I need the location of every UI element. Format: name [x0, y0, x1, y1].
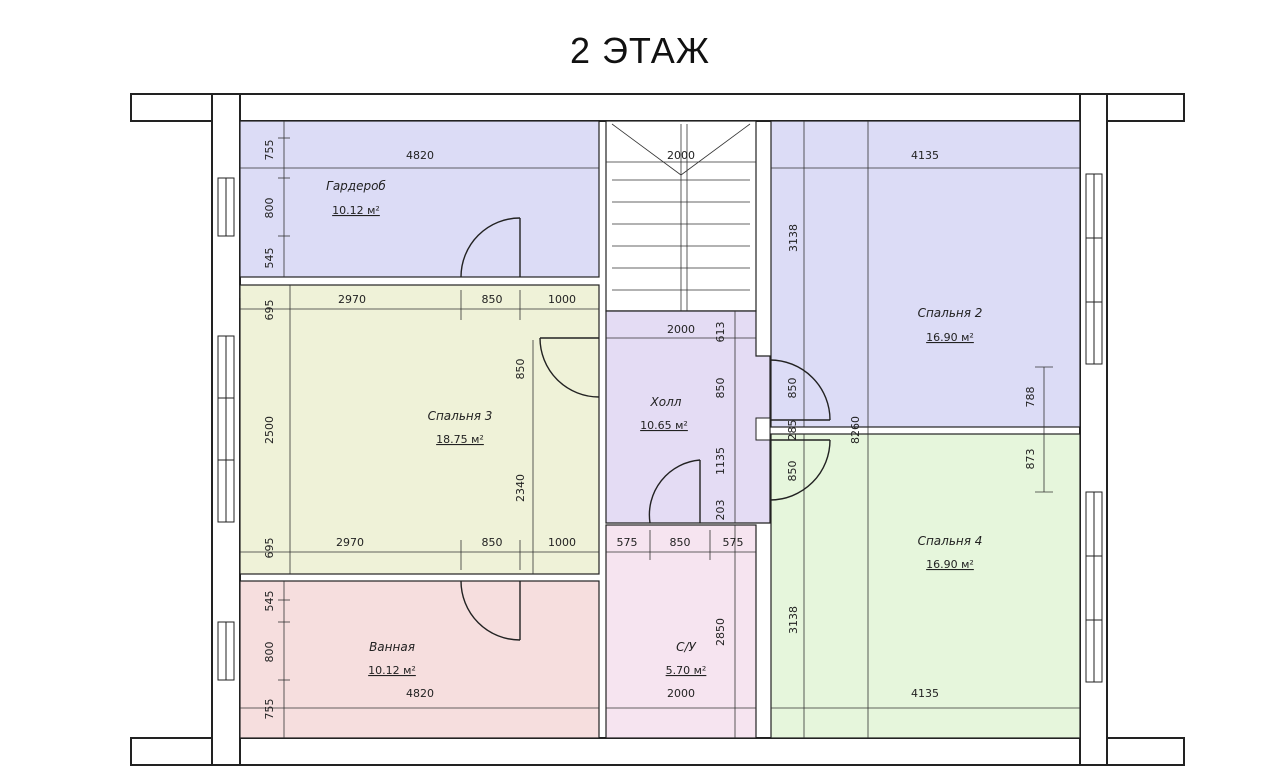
bottom-wall: [130, 737, 1185, 766]
bedroom4-area: 16.90 м²: [926, 558, 974, 571]
dim-label: 4135: [911, 687, 939, 700]
dim-label: 695: [263, 300, 276, 321]
dim-label: 755: [263, 699, 276, 720]
dim-label: 1000: [548, 293, 576, 306]
hall-area: 10.65 м²: [640, 419, 688, 432]
dim-label: 788: [1024, 387, 1037, 408]
dim-label: 695: [263, 538, 276, 559]
dimension-lines: [239, 121, 1080, 738]
room-wardrobe: [239, 120, 600, 278]
door-wc[interactable]: [648, 459, 701, 524]
dim-label: 2000: [667, 687, 695, 700]
bedroom2-area: 16.90 м²: [926, 331, 974, 344]
dim-label: 613: [714, 322, 727, 343]
dim-label: 2000: [667, 149, 695, 162]
dim-label: 850: [786, 461, 799, 482]
dim-label: 575: [723, 536, 744, 549]
room-bedroom4: [770, 433, 1081, 739]
dim-label: 8260: [849, 416, 862, 444]
door-wardrobe[interactable]: [460, 217, 521, 278]
dim-label: 2970: [338, 293, 366, 306]
dim-label: 800: [263, 198, 276, 219]
window-left-3: [217, 621, 235, 681]
dim-label: 4820: [406, 149, 434, 162]
window-left-1: [217, 177, 235, 237]
dim-label: 2340: [514, 474, 527, 502]
dim-label: 755: [263, 140, 276, 161]
dim-label: 203: [714, 500, 727, 521]
dim-label: 873: [1024, 449, 1037, 470]
window-right-1: [1085, 173, 1103, 365]
dim-label: 545: [263, 591, 276, 612]
dim-label: 3138: [787, 224, 800, 252]
dim-label: 2500: [263, 416, 276, 444]
dim-label: 3138: [787, 606, 800, 634]
wardrobe-area: 10.12 м²: [332, 204, 380, 217]
door-bathroom[interactable]: [460, 580, 521, 641]
dim-label: 850: [786, 378, 799, 399]
room-bathroom: [239, 580, 600, 739]
dim-label: 850: [714, 378, 727, 399]
dim-label: 575: [617, 536, 638, 549]
wc-name: С/У: [676, 640, 696, 654]
dim-label: 2970: [336, 536, 364, 549]
dim-label: 545: [263, 248, 276, 269]
bedroom3-name: Спальня 3: [428, 409, 493, 423]
dim-label: 850: [482, 293, 503, 306]
dim-label: 2000: [667, 323, 695, 336]
top-wall: [130, 93, 1185, 122]
door-bedroom4[interactable]: [769, 439, 831, 501]
bedroom2-name: Спальня 2: [918, 306, 983, 320]
room-hall: [605, 310, 771, 524]
dim-label: 2850: [714, 618, 727, 646]
door-bedroom2[interactable]: [769, 359, 831, 421]
wc-area: 5.70 м²: [666, 664, 707, 677]
room-bedroom2: [770, 120, 1081, 428]
dim-label: 850: [482, 536, 503, 549]
dim-label: 850: [514, 359, 527, 380]
dim-label: 1135: [714, 447, 727, 475]
plan-title: 2 ЭТАЖ: [570, 30, 710, 71]
staircase: [611, 123, 751, 311]
bedroom3-area: 18.75 м²: [436, 433, 484, 446]
hall-pillar: [755, 417, 771, 441]
dim-label: 4135: [911, 149, 939, 162]
bathroom-area: 10.12 м²: [368, 664, 416, 677]
window-left-2: [217, 335, 235, 523]
bedroom4-name: Спальня 4: [918, 534, 983, 548]
dim-label: 800: [263, 642, 276, 663]
wardrobe-name: Гардероб: [326, 179, 386, 193]
dim-label: 850: [670, 536, 691, 549]
bathroom-name: Ванная: [369, 640, 415, 654]
room-bedroom3: [239, 284, 600, 575]
door-bedroom3[interactable]: [539, 337, 600, 398]
room-wc: [605, 524, 757, 739]
hall-name: Холл: [650, 395, 682, 409]
dim-label: 1000: [548, 536, 576, 549]
dim-label: 4820: [406, 687, 434, 700]
window-right-2: [1085, 491, 1103, 683]
dim-label: 285: [786, 420, 799, 441]
